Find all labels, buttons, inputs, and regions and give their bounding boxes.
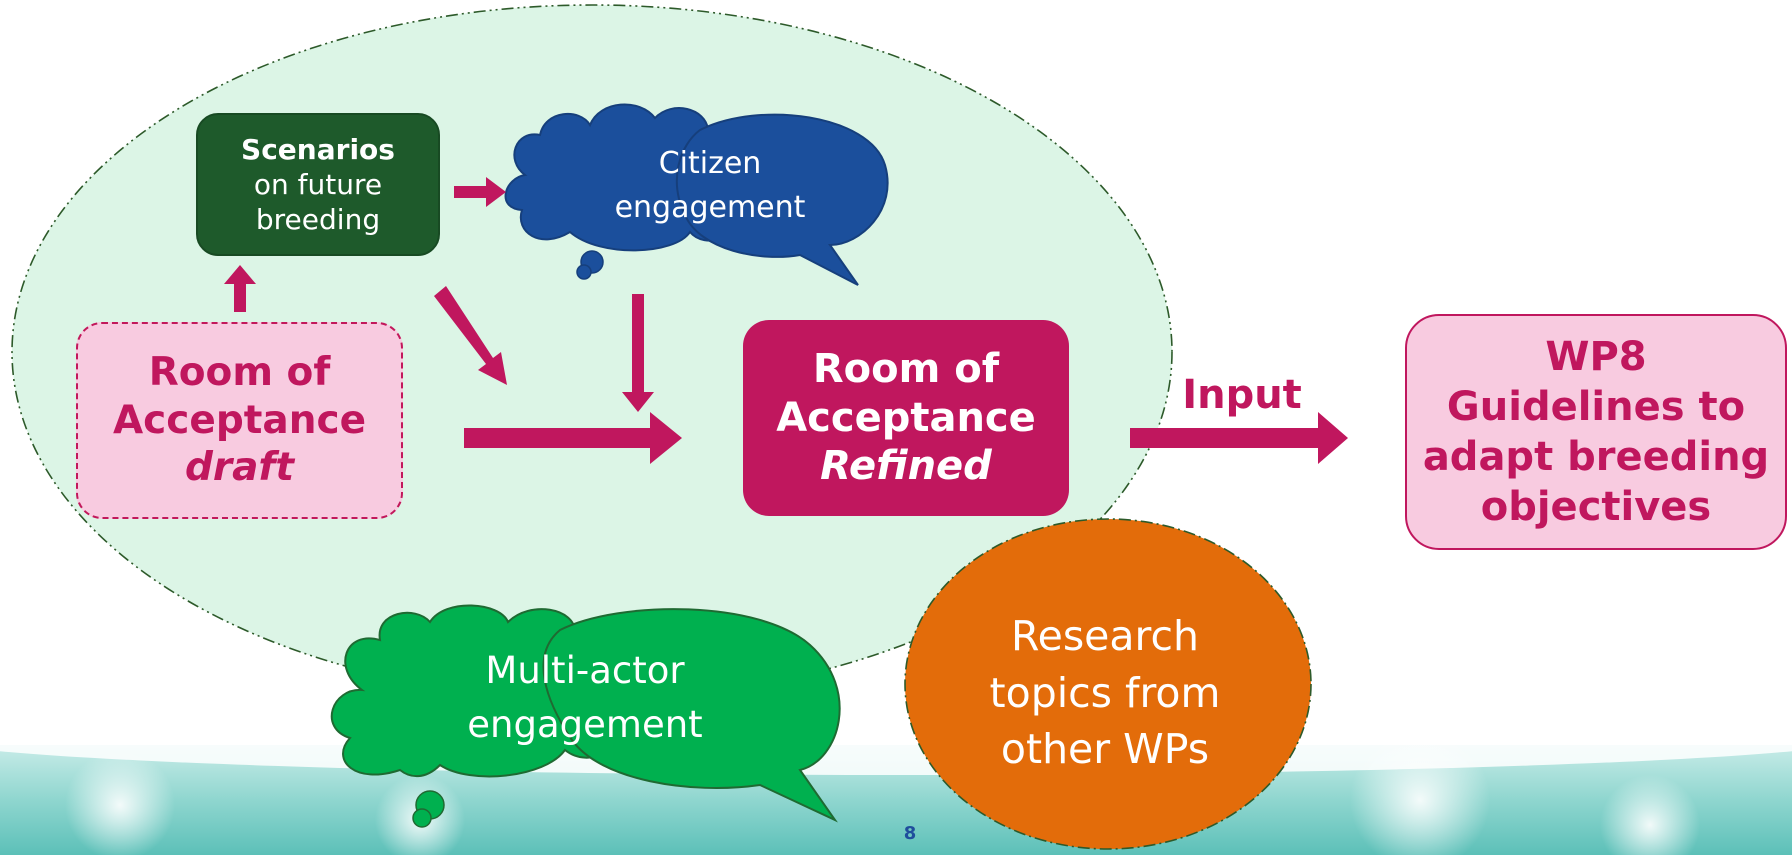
arrow-draft-to-refined xyxy=(464,412,682,464)
refined-line2: Acceptance xyxy=(776,394,1036,441)
research-line1: Research xyxy=(1010,612,1200,660)
arrow-scenarios-to-refined xyxy=(434,286,507,385)
citizen-line1: Citizen xyxy=(658,146,762,181)
input-label: Input xyxy=(1182,372,1302,418)
arrow-citizen-to-refined xyxy=(622,294,654,412)
multi-line1: Multi-actor xyxy=(485,649,685,692)
scenarios-box: Scenarios on future breeding xyxy=(196,113,440,256)
arrow-scenarios-to-citizen xyxy=(454,177,506,207)
draft-line3: draft xyxy=(184,445,295,491)
wp8-line1: WP8 xyxy=(1545,334,1647,380)
multi-line2: engagement xyxy=(467,702,703,746)
wp8-guidelines-box: WP8 Guidelines to adapt breeding objecti… xyxy=(1405,314,1787,550)
draft-line2: Acceptance xyxy=(112,397,367,443)
connector-arrows xyxy=(224,177,1348,464)
room-of-acceptance-refined-box: Room of Acceptance Refined xyxy=(743,320,1069,516)
citizen-engagement-bubble xyxy=(504,103,889,286)
scenarios-title: Scenarios xyxy=(241,133,395,166)
page-number: 8 xyxy=(903,823,917,844)
research-line3: other WPs xyxy=(1000,725,1210,774)
room-of-acceptance-draft-box: Room of Acceptance draft xyxy=(76,322,403,519)
citizen-line2: engagement xyxy=(614,189,806,225)
wp8-line2: Guidelines to xyxy=(1446,384,1746,430)
multi-actor-engagement-bubble xyxy=(330,604,841,828)
draft-line1: Room of xyxy=(148,350,331,396)
arrow-draft-to-scenarios xyxy=(224,265,256,312)
scenarios-line2: on future xyxy=(253,168,383,201)
scenarios-line3: breeding xyxy=(255,203,381,236)
refined-line1: Room of xyxy=(812,345,1000,392)
wp8-line3: adapt breeding xyxy=(1422,434,1770,480)
research-topics-circle xyxy=(904,518,1312,850)
research-line2: topics from xyxy=(989,668,1221,717)
arrow-refined-to-wp8 xyxy=(1130,412,1348,464)
wp8-line4: objectives xyxy=(1480,484,1712,530)
citizen-engagement-label: Citizen engagement xyxy=(600,142,820,229)
research-topics-label: Research topics from other WPs xyxy=(940,608,1270,778)
refined-line3: Refined xyxy=(820,443,992,490)
multi-actor-engagement-label: Multi-actor engagement xyxy=(440,644,730,751)
